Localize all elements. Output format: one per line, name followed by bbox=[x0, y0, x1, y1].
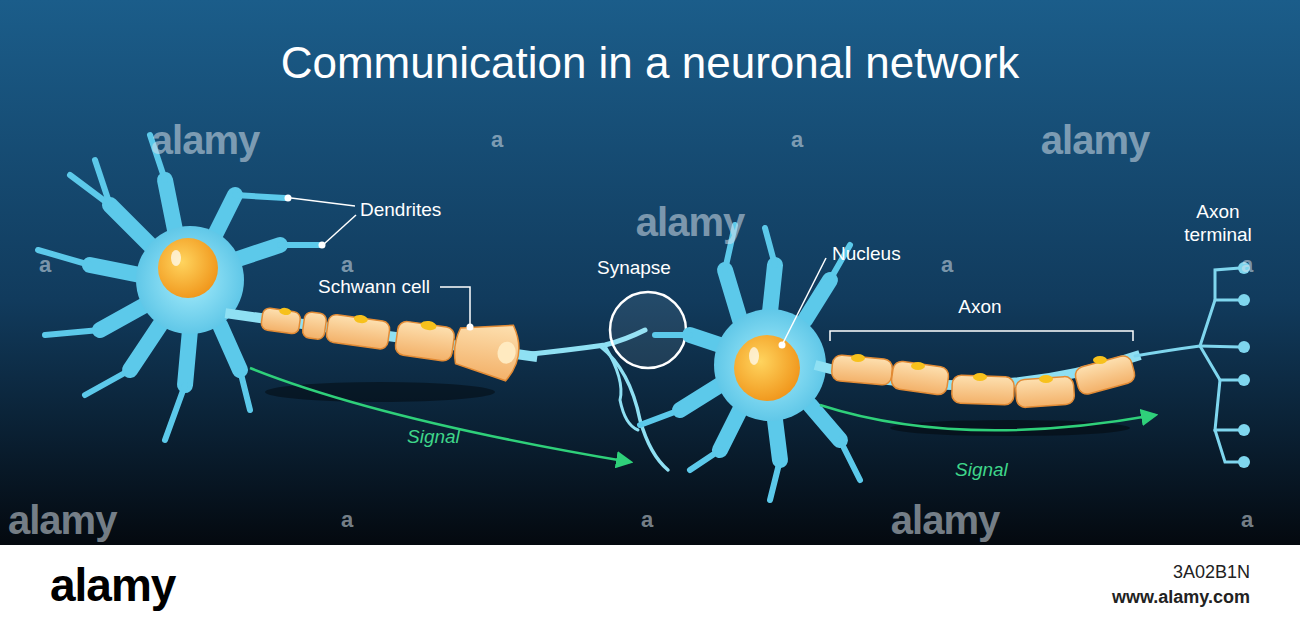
part-label: Axon bbox=[958, 296, 1001, 319]
part-label: Schwann cell bbox=[318, 276, 430, 299]
watermark: a bbox=[39, 252, 51, 278]
watermark: alamy bbox=[636, 198, 744, 246]
watermark: a bbox=[641, 507, 653, 533]
watermark: alamy bbox=[891, 496, 999, 544]
title: Communication in a neuronal network bbox=[281, 37, 1020, 90]
watermark: a bbox=[341, 252, 353, 278]
image-id: 3A02B1N bbox=[1173, 562, 1250, 584]
signal-label: Signal bbox=[407, 426, 460, 449]
part-label: Synapse bbox=[597, 257, 671, 280]
watermark: a bbox=[941, 252, 953, 278]
watermark: alamy bbox=[8, 496, 116, 544]
watermark: a bbox=[491, 127, 503, 153]
watermark: alamy bbox=[1041, 116, 1149, 164]
watermark: a bbox=[791, 127, 803, 153]
part-label: Dendrites bbox=[360, 199, 441, 222]
site-url: www.alamy.com bbox=[1112, 587, 1250, 609]
watermark: alamy bbox=[151, 116, 259, 164]
part-label: Axon terminal bbox=[1172, 201, 1264, 247]
signal-label: Signal bbox=[955, 459, 1008, 482]
watermark: a bbox=[341, 507, 353, 533]
watermark: a bbox=[1241, 507, 1253, 533]
watermark: a bbox=[1241, 252, 1253, 278]
part-label: Nucleus bbox=[832, 243, 901, 266]
brand-logo: alamy bbox=[50, 558, 175, 613]
